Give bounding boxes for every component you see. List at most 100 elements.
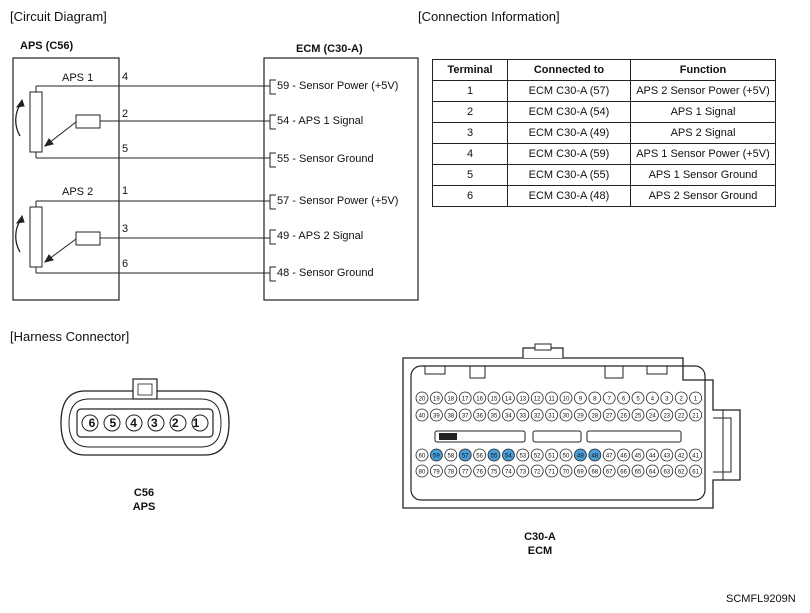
ecm-pin-label: 6	[622, 396, 626, 402]
ecm-pin-label: 60	[419, 453, 426, 459]
ecm-pin-70	[559, 464, 573, 478]
ecm-pin-49	[573, 448, 587, 462]
ecm-pin-55	[487, 448, 501, 462]
ecm-pin-label: 38	[447, 413, 454, 419]
ecm-pin-label: 62	[678, 469, 685, 475]
ecm-pin-38	[444, 408, 458, 422]
ecm-pin-label: 7	[608, 396, 612, 402]
ecm-pin-label: 18	[447, 396, 454, 402]
ecm-pin-52	[530, 448, 544, 462]
ecm-pin-label: 71	[548, 469, 555, 475]
c56-pin-4	[125, 414, 143, 432]
ecm-pin-label: 50	[563, 453, 570, 459]
ecm-pin-2	[674, 391, 688, 405]
ecm-pin-65	[631, 464, 645, 478]
ecm-pin-69	[573, 464, 587, 478]
ecm-pin-54	[502, 448, 515, 462]
ecm-pin-75	[487, 464, 501, 478]
aps2-sensor	[15, 200, 101, 273]
table-header-row: Terminal Connected to Function	[432, 59, 776, 81]
ecm-pin-36	[473, 408, 486, 422]
figure-code: SCMFL9209N	[726, 593, 796, 605]
ecm-pin-label: 15	[491, 396, 498, 402]
cell-connected-to: ECM C30-A (57)	[507, 80, 631, 102]
ecm-pin-62	[674, 464, 688, 478]
ecm-pin-44	[645, 448, 659, 462]
cell-terminal: 6	[432, 185, 508, 207]
ecm-pin-28	[588, 408, 602, 422]
ecm-pin-label: 55	[491, 453, 498, 459]
ecm-pin-43	[660, 448, 674, 462]
table-row: 1 ECM C30-A (57) APS 2 Sensor Power (+5V…	[432, 80, 776, 102]
ecm-pin-label: 28	[591, 413, 598, 419]
ecm-pin-53	[516, 448, 530, 462]
c56-pin-6	[81, 414, 99, 432]
ecm-pin-label: 53	[519, 453, 526, 459]
c56-pin-label: 6	[88, 416, 96, 430]
ecm-pin-12	[530, 391, 544, 405]
aps-pin-1: 1	[122, 185, 129, 197]
ecm-pin-label: 77	[462, 469, 469, 475]
ecm-pin-33	[516, 408, 530, 422]
ecm-pin-42	[674, 448, 688, 462]
ecm-name: ECM	[527, 545, 553, 557]
ecm-pin-label: 11	[548, 396, 555, 402]
ecm-pin-label: 14	[505, 396, 512, 402]
ecm-pin-label: 25	[635, 413, 642, 419]
ecm-pin-label: 46	[620, 453, 627, 459]
ecm-pin-26	[617, 408, 631, 422]
ecm-pin-51	[545, 448, 559, 462]
ecm-pin-57	[458, 448, 472, 462]
ecm-pin-label: 30	[563, 413, 570, 419]
ecm-pin-20	[415, 391, 429, 405]
cell-function: APS 2 Sensor Ground	[630, 185, 776, 207]
ecm-pin-label: 31	[548, 413, 555, 419]
ecm-pin-24	[645, 408, 659, 422]
ecm-pin-label: 63	[663, 469, 670, 475]
ecm-pin-76	[473, 464, 486, 478]
ecm-pin-label: 39	[433, 413, 440, 419]
cell-connected-to: ECM C30-A (59)	[507, 143, 631, 165]
ecm-pin-label: 70	[563, 469, 570, 475]
ecm-pin-9	[573, 391, 587, 405]
c56-pin-2	[169, 414, 187, 432]
ecm-pin-label: 13	[519, 396, 526, 402]
ecm-pin-label: 32	[534, 413, 541, 419]
ecm-pin-label: 66	[620, 469, 627, 475]
c56-code: C56	[133, 487, 155, 499]
ecm-pin-50	[559, 448, 573, 462]
ecm-pin-68	[588, 464, 602, 478]
aps-pin-6: 6	[122, 258, 129, 270]
ecm-pin-34	[502, 408, 515, 422]
ecm-pin-79	[430, 464, 443, 478]
ecm-pin-4	[645, 391, 659, 405]
cell-terminal: 5	[432, 164, 508, 186]
ecm-pin-59	[430, 448, 443, 462]
ecm-pin-18	[444, 391, 458, 405]
ecm-pin-label: 33	[519, 413, 526, 419]
c56-pin-3	[147, 414, 165, 432]
cell-function: APS 1 Sensor Ground	[630, 164, 776, 186]
ecm-pin-label: 43	[663, 453, 670, 459]
ecm-pin-54: 54 - APS 1 Signal	[277, 115, 364, 127]
ecm-pin-label: 5	[636, 396, 640, 402]
ecm-pin-72	[530, 464, 544, 478]
aps-box	[12, 57, 120, 301]
aps1-sensor	[15, 85, 101, 158]
ecm-pin-14	[502, 391, 515, 405]
ecm-pin-label: 57	[462, 453, 469, 459]
ecm-pin-32	[530, 408, 544, 422]
ecm-pin-label: 34	[505, 413, 512, 419]
ecm-pin-5	[631, 391, 645, 405]
ecm-pin-11	[545, 391, 559, 405]
aps-pin-2: 2	[122, 108, 129, 120]
ecm-title: ECM (C30-A)	[296, 43, 363, 55]
ecm-pin-label: 37	[462, 413, 469, 419]
ecm-pin-67	[602, 464, 616, 478]
ecm-pin-label: 35	[491, 413, 498, 419]
ecm-pin-label: 19	[433, 396, 440, 402]
cell-terminal: 4	[432, 143, 508, 165]
table-row: 4 ECM C30-A (59) APS 1 Sensor Power (+5V…	[432, 143, 776, 165]
